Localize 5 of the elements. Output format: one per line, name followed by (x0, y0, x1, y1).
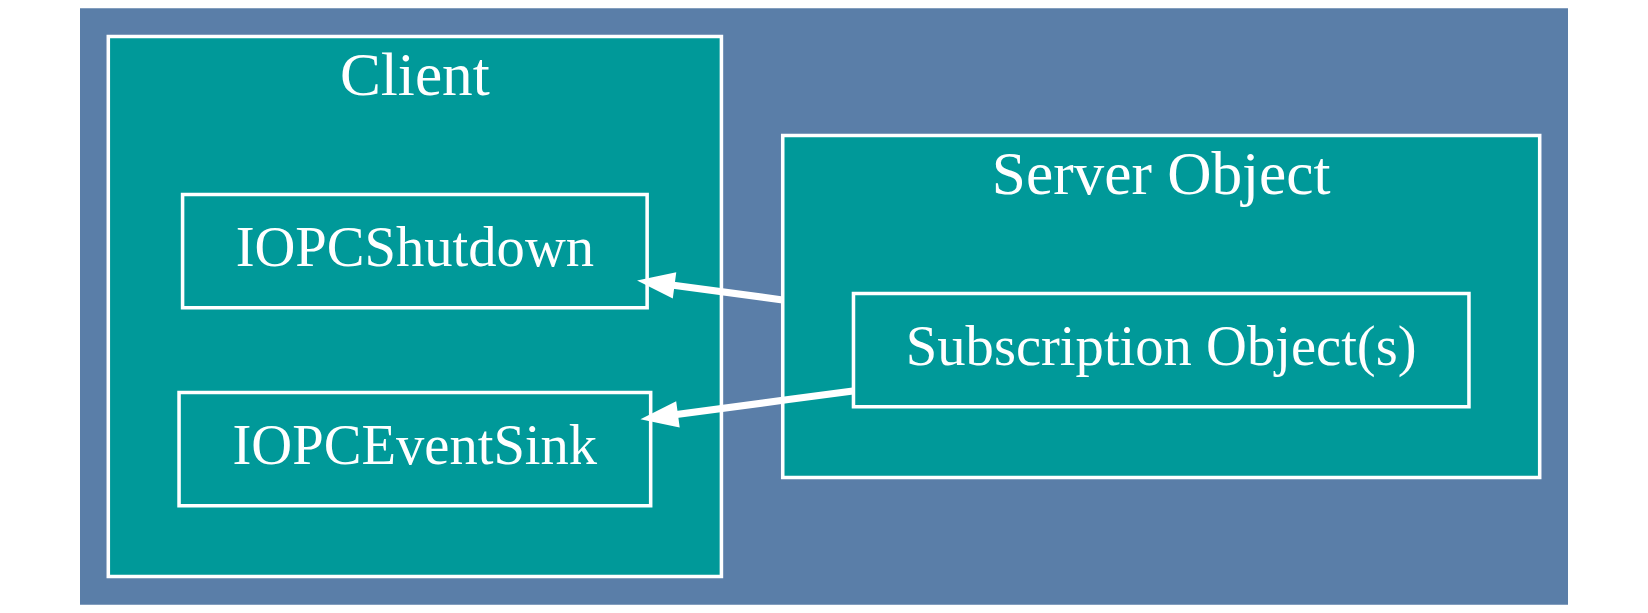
node-box: IOPCEventSink (177, 390, 653, 508)
arrow (640, 387, 854, 428)
arrow (637, 272, 784, 304)
node-box: Subscription Object(s) (851, 291, 1471, 409)
node-box: IOPCShutdown (180, 192, 649, 310)
